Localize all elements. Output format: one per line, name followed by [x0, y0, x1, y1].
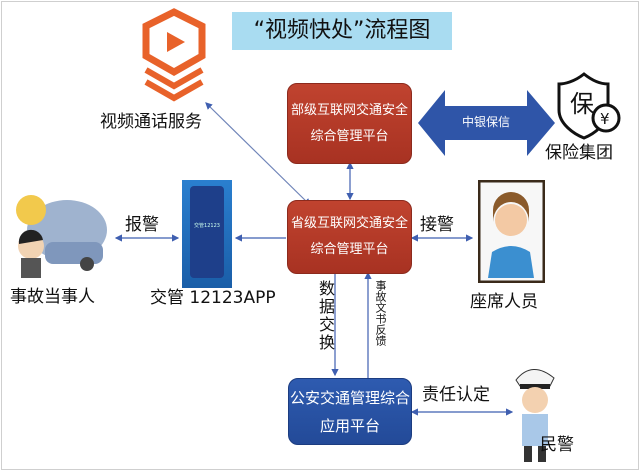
province-platform-line1: 省级互联网交通安全 [290, 216, 408, 231]
operator-illustration [478, 180, 545, 283]
police-platform-line1: 公安交通管理综合 [289, 388, 410, 407]
insurance-group-label: 保险集团 [545, 143, 613, 163]
insurer-link-label: 中银保信 [461, 115, 510, 129]
data-exchange-label: 数据交换 [316, 280, 335, 352]
police-label: 民警 [540, 435, 574, 455]
report-label: 报警 [125, 215, 159, 235]
province-platform-line2: 综合管理平台 [310, 242, 389, 257]
ministry-platform-line1: 部级互联网交通安全 [290, 102, 408, 118]
accident-party-label: 事故当事人 [10, 287, 95, 307]
insurance-shield-icon: 保 ¥ [557, 72, 621, 140]
video-service-icon [142, 8, 206, 102]
accident-party-illustration [16, 195, 107, 278]
province-platform-box: 省级互联网交通安全 综合管理平台 [287, 200, 412, 274]
doc-feedback-label: 事故文书反馈 [374, 280, 387, 346]
ministry-platform-box: 部级互联网交通安全 综合管理平台 [287, 83, 412, 164]
diagram-title: “视频快处”流程图 [232, 12, 452, 50]
app-screen-text: 交管12123 [190, 186, 224, 278]
ministry-platform-line2: 综合管理平台 [310, 128, 389, 144]
video-service-label: 视频通话服务 [100, 112, 202, 132]
svg-text:保: 保 [570, 90, 594, 118]
receive-label: 接警 [420, 215, 454, 235]
svg-text:¥: ¥ [600, 110, 610, 128]
police-officer-illustration [515, 369, 555, 462]
liability-label: 责任认定 [422, 385, 490, 405]
insurer-double-arrow [418, 90, 555, 156]
diagonal-connector [205, 102, 311, 206]
app-phone-image: 交管12123 [182, 180, 232, 288]
police-platform-box: 公安交通管理综合 应用平台 [288, 378, 412, 445]
operator-label: 座席人员 [470, 292, 538, 312]
police-platform-line2: 应用平台 [319, 416, 380, 435]
app-label: 交管 12123APP [150, 288, 276, 308]
